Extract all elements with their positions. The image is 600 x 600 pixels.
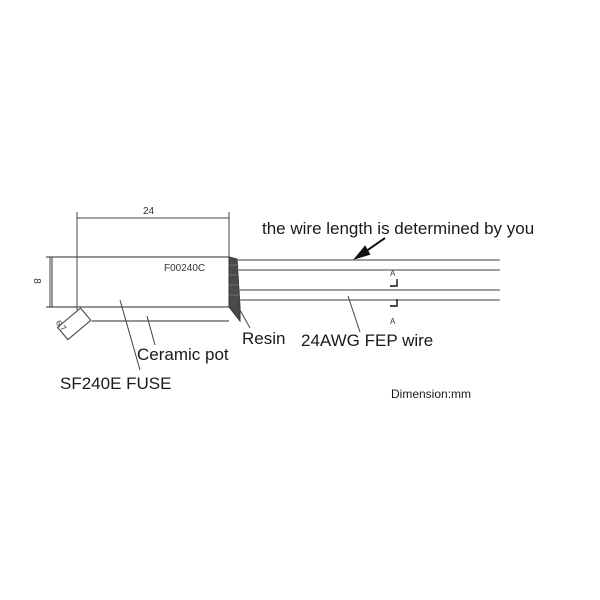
end-tab (56, 307, 92, 341)
body-marking: F00240C (164, 263, 206, 274)
wires (237, 259, 500, 301)
section-mark-top: A (390, 269, 396, 278)
ceramic-pot-label: Ceramic pot (137, 345, 229, 364)
section-mark-bottom: A (390, 317, 396, 326)
length-dimension (76, 212, 230, 310)
dimension-unit-note: Dimension:mm (391, 387, 472, 401)
fuse-body (46, 256, 229, 322)
section-marks (390, 279, 398, 307)
diameter-dimension-label: 8 (30, 278, 42, 284)
leader-lines (119, 295, 361, 371)
arrow-icon (353, 237, 386, 260)
resin-block (228, 256, 241, 323)
fuse-label: SF240E FUSE (60, 374, 172, 393)
wire-length-note: the wire length is determined by you (262, 219, 535, 238)
resin-label: Resin (242, 329, 286, 348)
wire-label: 24AWG FEP wire (301, 331, 434, 350)
length-dimension-label: 24 (143, 206, 155, 217)
